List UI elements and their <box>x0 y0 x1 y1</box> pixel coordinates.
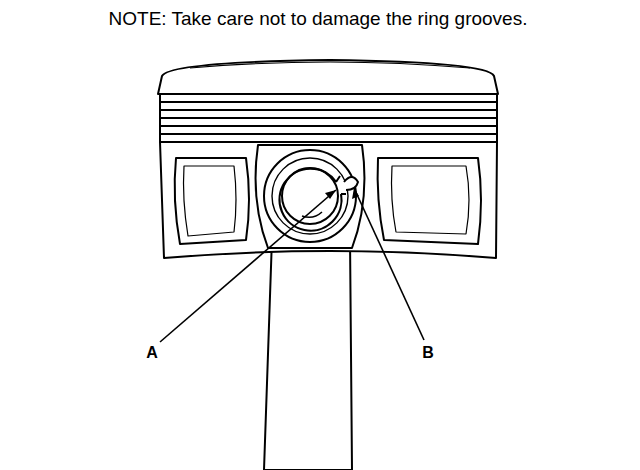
note-text: NOTE: Take care not to damage the ring g… <box>109 8 528 30</box>
leader-arrowhead <box>352 188 359 199</box>
snap-ring-end <box>336 176 346 194</box>
crown-edge <box>190 62 470 68</box>
skirt-panel <box>378 158 481 244</box>
ring-groove <box>160 101 497 103</box>
leader-line <box>354 188 424 340</box>
callout-letter: A <box>146 344 158 362</box>
piston-drawing <box>158 60 498 470</box>
ring-groove <box>160 125 497 127</box>
connecting-rod <box>264 238 352 470</box>
pin-boss <box>256 145 365 248</box>
ring-land <box>160 92 497 142</box>
boss-bore <box>272 158 348 234</box>
skirt-panel <box>175 158 249 244</box>
ring-groove <box>160 133 497 135</box>
removal-notch <box>344 177 358 190</box>
skirt-panel-inner <box>392 166 470 234</box>
leader-line <box>160 190 336 342</box>
callout-letter: B <box>422 344 434 362</box>
snap-ring <box>280 169 342 231</box>
boss-outer-ring <box>264 150 356 242</box>
skirt-panel-inner <box>184 166 237 236</box>
leader-arrowhead <box>325 190 336 199</box>
ring-groove <box>160 109 497 111</box>
ring-groove <box>160 117 497 119</box>
piston-skirt <box>160 142 497 258</box>
piston-crown <box>158 60 498 94</box>
